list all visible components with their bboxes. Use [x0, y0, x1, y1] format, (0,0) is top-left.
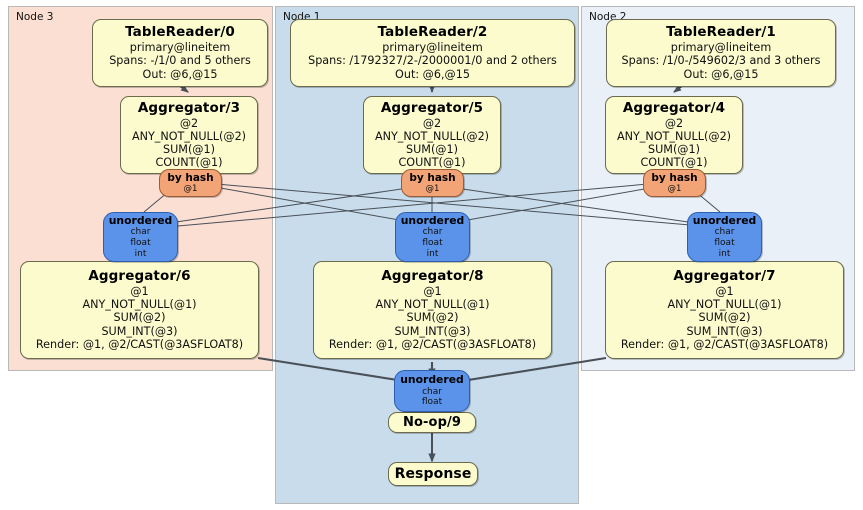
sync-title: unordered [692, 213, 757, 227]
node-aggregator-8[interactable]: Aggregator/8 @1 ANY_NOT_NULL(@1) SUM(@2)… [313, 261, 552, 359]
sync-line: char [422, 227, 443, 238]
node-line: primary@lineitem [382, 41, 483, 55]
node-line: Spans: /1792327/2-/2000001/0 and 2 other… [308, 54, 557, 68]
node-title: Aggregator/8 [381, 267, 484, 284]
node-title: TableReader/2 [377, 24, 488, 41]
sync-unordered-center[interactable]: unordered char float int [395, 212, 470, 262]
node-title: TableReader/0 [125, 24, 235, 41]
node-aggregator-5[interactable]: Aggregator/5 @2 ANY_NOT_NULL(@2) SUM(@1)… [363, 96, 501, 174]
node-line: @1 [715, 284, 734, 298]
node-line: SUM_INT(@3) [101, 324, 178, 338]
node-line: SUM_INT(@3) [394, 324, 471, 338]
node-line: Out: @6,@15 [683, 67, 759, 81]
node-line: SUM(@1) [648, 142, 700, 156]
node-line: COUNT(@1) [398, 156, 466, 170]
router-by-hash-left[interactable]: by hash @1 [159, 169, 222, 197]
sync-unordered-final[interactable]: unordered char float [394, 370, 470, 412]
sync-title: unordered [400, 373, 464, 387]
node-title: Response [394, 465, 472, 482]
node-aggregator-4[interactable]: Aggregator/4 @2 ANY_NOT_NULL(@2) SUM(@1)… [605, 96, 743, 174]
node-title: No-op/9 [403, 414, 461, 430]
sync-title: unordered [108, 213, 173, 227]
sync-line: char [422, 386, 442, 397]
node-line: Render: @1, @2/CAST(@3ASFLOAT8) [620, 337, 829, 351]
node-line: SUM(@1) [163, 142, 215, 156]
node-tablereader-2[interactable]: TableReader/2 primary@lineitem Spans: /1… [290, 19, 575, 87]
sync-line: float [130, 238, 151, 249]
sync-line: char [130, 227, 151, 238]
node-line: Render: @1, @2/CAST(@3ASFLOAT8) [35, 337, 244, 351]
node-line: Spans: /1/0-/549602/3 and 3 others [621, 54, 821, 68]
node-line: SUM(@2) [113, 311, 166, 325]
sync-unordered-right[interactable]: unordered char float int [687, 212, 762, 262]
sync-line: float [422, 238, 443, 249]
router-title: by hash [167, 171, 214, 184]
node-line: SUM(@2) [406, 311, 459, 325]
node-line: SUM_INT(@3) [686, 324, 763, 338]
router-title: by hash [409, 171, 456, 184]
node-line: COUNT(@1) [155, 156, 223, 170]
sync-line: int [134, 248, 147, 259]
node-line: ANY_NOT_NULL(@2) [374, 129, 490, 143]
router-by-hash-right[interactable]: by hash @1 [643, 169, 706, 197]
node-title: Aggregator/5 [380, 99, 484, 116]
sync-title: unordered [400, 213, 465, 227]
node-line: primary@lineitem [129, 41, 231, 55]
node-title: Aggregator/4 [622, 99, 726, 116]
router-line: @1 [183, 184, 198, 195]
node-line: Render: @1, @2/CAST(@3ASFLOAT8) [328, 337, 537, 351]
node-line: Out: @6,@15 [395, 67, 470, 81]
node-title: Aggregator/7 [673, 267, 776, 284]
node-tablereader-0[interactable]: TableReader/0 primary@lineitem Spans: -/… [92, 19, 268, 87]
node-line: @2 [422, 116, 442, 130]
node-line: ANY_NOT_NULL(@1) [667, 298, 782, 312]
sync-line: float [421, 397, 443, 408]
node-line: primary@lineitem [670, 41, 772, 55]
node-line: ANY_NOT_NULL(@2) [131, 129, 247, 143]
node-line: @2 [179, 116, 199, 130]
node-tablereader-1[interactable]: TableReader/1 primary@lineitem Spans: /1… [606, 19, 836, 87]
node-line: @2 [664, 116, 684, 130]
router-line: @1 [425, 184, 440, 195]
node-aggregator-3[interactable]: Aggregator/3 @2 ANY_NOT_NULL(@2) SUM(@1)… [120, 96, 258, 174]
node-response[interactable]: Response [388, 462, 478, 486]
router-line: @1 [667, 184, 682, 195]
node-line: ANY_NOT_NULL(@1) [82, 298, 197, 312]
node-line: SUM(@2) [698, 311, 751, 325]
node-title: TableReader/1 [666, 24, 776, 41]
router-title: by hash [651, 171, 698, 184]
node-line: @1 [130, 284, 149, 298]
sync-line: int [426, 248, 439, 259]
node-line: ANY_NOT_NULL(@2) [616, 129, 732, 143]
sync-line: char [714, 227, 735, 238]
sync-line: float [714, 238, 735, 249]
node-line: SUM(@1) [406, 142, 458, 156]
node-line: Out: @6,@15 [142, 67, 218, 81]
node-line: COUNT(@1) [640, 156, 708, 170]
node-line: Spans: -/1/0 and 5 others [109, 54, 251, 68]
sync-unordered-left[interactable]: unordered char float int [103, 212, 178, 262]
node-line: @1 [423, 284, 442, 298]
node-line: ANY_NOT_NULL(@1) [375, 298, 490, 312]
router-by-hash-center[interactable]: by hash @1 [401, 169, 464, 197]
node-noop-9[interactable]: No-op/9 [388, 412, 476, 433]
cluster-node-3-label: Node 3 [16, 11, 54, 23]
node-aggregator-6[interactable]: Aggregator/6 @1 ANY_NOT_NULL(@1) SUM(@2)… [20, 261, 259, 359]
node-title: Aggregator/6 [88, 267, 191, 284]
node-aggregator-7[interactable]: Aggregator/7 @1 ANY_NOT_NULL(@1) SUM(@2)… [605, 261, 844, 359]
node-title: Aggregator/3 [137, 99, 241, 116]
sync-line: int [718, 248, 731, 259]
